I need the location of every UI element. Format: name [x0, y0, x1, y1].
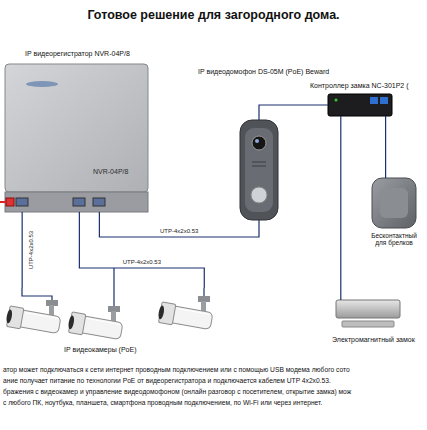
red-cable [0, 201, 6, 203]
terminal-block [370, 97, 378, 104]
page-title: Готовое решение для загородного дома. [87, 8, 339, 22]
cable-label: UTP-4x2x0.53 [28, 230, 35, 270]
controller-body [328, 94, 392, 116]
reader-body [372, 178, 416, 228]
call-button [251, 187, 267, 203]
lock-body [336, 300, 400, 318]
lan-port [16, 198, 28, 206]
model-label: NVR-04P/8 [93, 168, 128, 176]
note-line: бражения с видеокамер и управление видео… [3, 388, 351, 396]
recorder-logo [26, 81, 58, 87]
doorphone-body [240, 120, 278, 220]
device-heading: IP видеорегистратор NVR-04P/8 [25, 50, 130, 58]
utp-cable [99, 212, 259, 237]
device-heading: IP видеодомофон DS-05M (PoE) Beward [198, 68, 329, 76]
device-heading: IP видеокамеры (PoE) [64, 346, 137, 354]
doorphone-panel [245, 128, 273, 212]
note-line: ание получает питание по технологии PoE … [3, 377, 331, 385]
reader-box: Бесконтактный для брелков [372, 178, 416, 228]
lan-port [93, 198, 105, 206]
ip-camera [5, 300, 61, 336]
device-heading: Бесконтактный для брелков [366, 232, 422, 247]
lock-box: Электромагнитный замок [336, 300, 400, 318]
utp-cable [22, 212, 23, 288]
controller-box: Контроллер замка NC-301P2 ( [328, 94, 392, 116]
status-led [335, 99, 338, 102]
utp-cable [79, 212, 204, 288]
lock-plate [342, 321, 394, 327]
camera-wire [113, 268, 114, 306]
utp-cable [259, 105, 328, 120]
recorder-box: IP видеорегистратор NVR-04P/8NVR-04P/8 [5, 64, 148, 212]
reader-face [380, 188, 408, 218]
lan-port [73, 198, 85, 206]
lens-glint [255, 139, 259, 143]
doorphone-box: IP видеодомофон DS-05M (PoE) Beward [240, 120, 278, 220]
device-heading: Контроллер замка NC-301P2 ( [310, 82, 409, 90]
terminal-block [380, 97, 388, 104]
recorder-top [5, 64, 148, 192]
utp-cable [340, 116, 341, 300]
cable-label: UTP-4x2x0.53 [159, 228, 199, 235]
ip-camera [67, 306, 123, 342]
cable-label: UTP-4x2x0.53 [122, 259, 162, 266]
recorder-front [5, 192, 148, 212]
ip-camera [157, 296, 213, 332]
speaker-slot [252, 166, 266, 167]
camera-wire [22, 288, 52, 300]
note-line: с любого ПК, ноутбука, планшета, смартфо… [3, 399, 322, 407]
speaker-slot [252, 162, 266, 163]
device-heading: Электромагнитный замок [332, 336, 415, 344]
note-line: атор может подключаться к сети интернет … [3, 366, 350, 374]
camera-wire [203, 288, 204, 296]
red-port [6, 198, 14, 206]
utp-cable [385, 116, 386, 178]
camera-group: IP видеокамеры (PoE) [2, 288, 227, 358]
doorphone-camera [252, 136, 266, 150]
